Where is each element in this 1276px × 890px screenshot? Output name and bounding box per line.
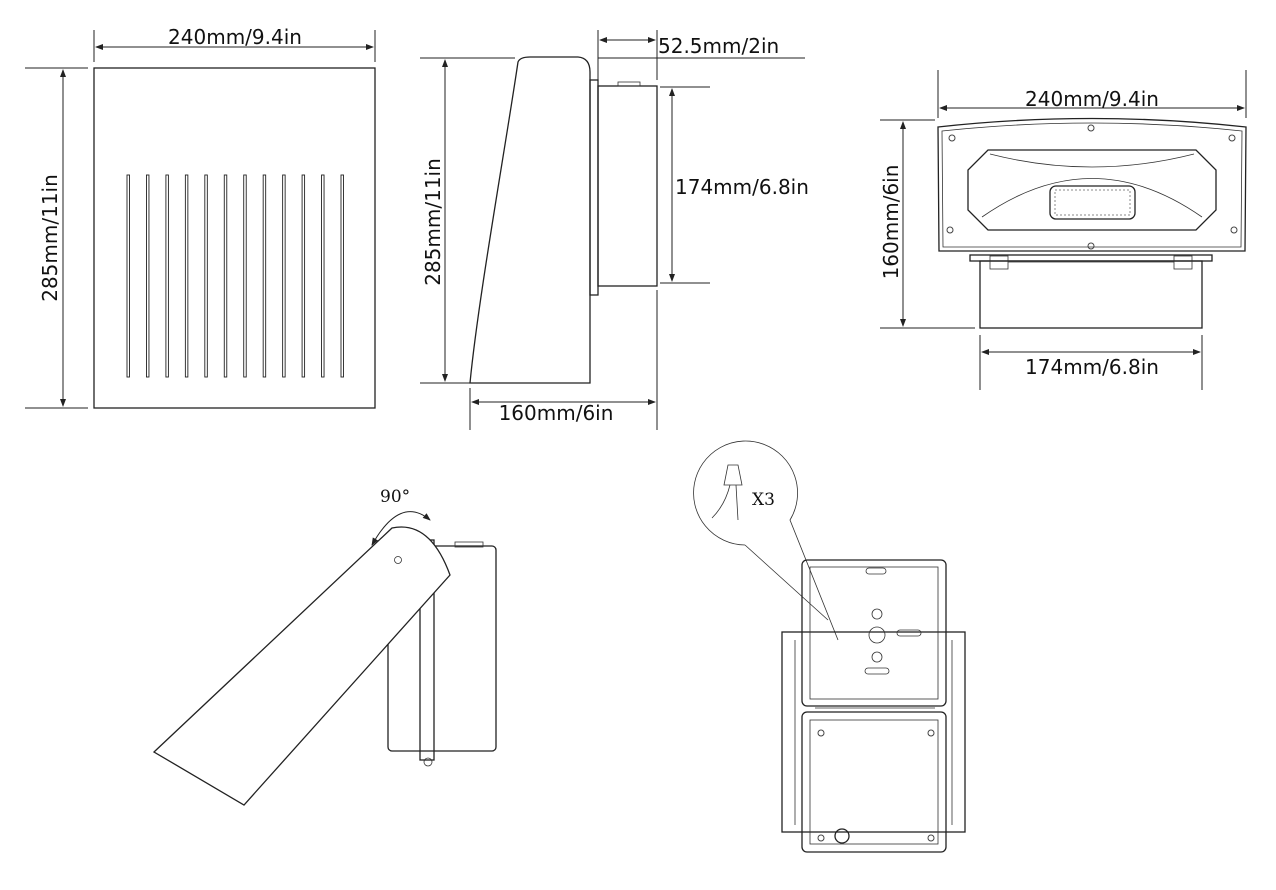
vent-slot	[184, 174, 189, 378]
vent-slot	[262, 174, 267, 378]
wire-connector-icon	[723, 464, 743, 486]
vent-slot	[321, 174, 325, 378]
bottom-height-label: 160mm/6in	[879, 165, 903, 280]
rotation-arc	[371, 511, 431, 546]
vent-slot	[243, 174, 247, 378]
vent-slots	[126, 174, 344, 378]
side-body	[469, 56, 591, 384]
front-view: 240mm/9.4in 285mm/11in	[25, 25, 376, 409]
side-mount-box	[597, 85, 658, 287]
bottom-box-width-label: 174mm/6.8in	[1025, 355, 1159, 379]
bottom-mount-box	[979, 260, 1203, 329]
tilt-mount-box	[387, 545, 497, 752]
vent-slot	[126, 174, 130, 378]
front-width-label: 240mm/9.4in	[168, 25, 302, 49]
side-box-height-label: 174mm/6.8in	[675, 175, 809, 199]
side-base-label: 160mm/6in	[499, 401, 614, 425]
tilted-panel	[152, 526, 451, 806]
bottom-width-label: 240mm/9.4in	[1025, 87, 1159, 111]
bottom-view: 240mm/9.4in 160mm/6in 174mm/6.8in	[879, 70, 1247, 390]
vent-slot	[340, 174, 344, 378]
callout-bubble	[693, 440, 839, 641]
side-view: 52.5mm/2in 285mm/11in 174mm/6.8in 160mm/…	[420, 30, 809, 430]
vent-slot	[204, 174, 208, 378]
driver-box	[801, 711, 947, 853]
tilt-angle-label: 90°	[380, 487, 410, 507]
vent-slot	[301, 174, 306, 378]
wiring-view: X3	[693, 440, 966, 853]
front-panel	[93, 67, 376, 409]
vent-slot	[165, 174, 169, 378]
front-height-label: 285mm/11in	[38, 174, 62, 302]
tilt-view: 90°	[152, 487, 497, 806]
vent-slot	[146, 174, 150, 378]
side-depth-label: 52.5mm/2in	[658, 34, 779, 58]
side-height-label: 285mm/11in	[421, 158, 445, 286]
led-array	[1049, 185, 1136, 220]
bottom-housing	[937, 117, 1247, 252]
connector-count-label: X3	[752, 490, 775, 510]
junction-box	[801, 559, 947, 707]
vent-slot	[223, 174, 228, 378]
vent-slot	[282, 174, 286, 378]
lens-window	[967, 149, 1217, 231]
